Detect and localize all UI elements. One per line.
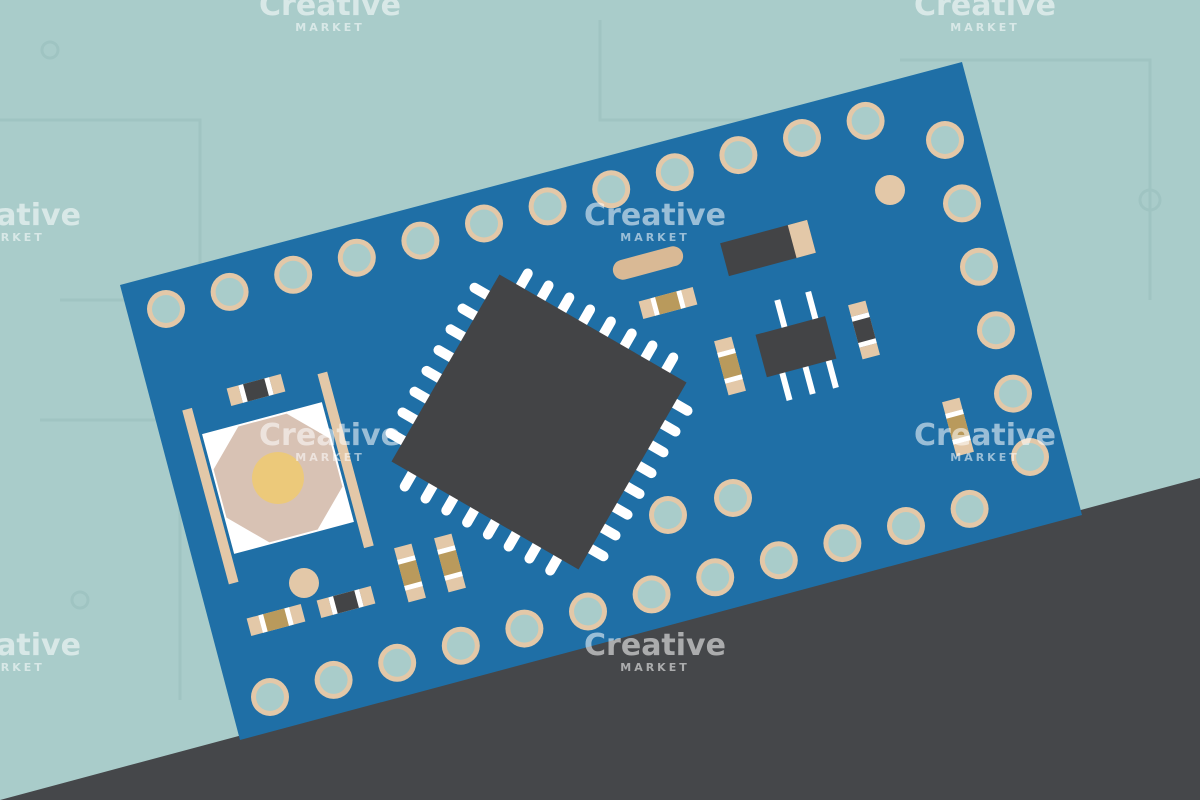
pin-pad xyxy=(649,496,687,534)
diode xyxy=(720,219,816,277)
pin-pad xyxy=(251,678,289,716)
resistor xyxy=(942,397,974,457)
mount-dot xyxy=(289,568,319,598)
capacitor xyxy=(226,374,286,406)
pin-pad xyxy=(994,374,1032,413)
svg-text:MARKET: MARKET xyxy=(620,661,689,674)
resistor xyxy=(714,336,746,396)
pin-pad xyxy=(759,541,798,580)
mount-dot xyxy=(875,175,905,205)
pin-pad xyxy=(441,626,480,665)
svg-text:MARKET: MARKET xyxy=(0,661,45,674)
svg-text:MARKET: MARKET xyxy=(0,231,45,244)
pin-pad xyxy=(401,221,440,260)
svg-text:Creative: Creative xyxy=(259,418,401,453)
svg-text:Creative: Creative xyxy=(584,628,726,663)
pin-pad xyxy=(655,153,694,192)
resistor xyxy=(434,533,466,593)
pin-pad xyxy=(783,119,821,157)
pin-pad xyxy=(528,187,567,226)
pin-pad xyxy=(378,643,417,682)
pin-pad xyxy=(950,489,989,528)
resistor xyxy=(638,287,698,319)
pin-pad xyxy=(465,204,503,243)
pin-pad xyxy=(505,609,544,648)
svg-text:Creative: Creative xyxy=(914,0,1056,23)
watermarks: CreativeMARKETCreativeMARKETCreativeMARK… xyxy=(0,0,1056,674)
pin-pad xyxy=(337,238,376,277)
svg-text:MARKET: MARKET xyxy=(620,231,689,244)
svg-text:Creative: Creative xyxy=(0,628,81,663)
pin-pad xyxy=(632,575,671,614)
pin-pad xyxy=(1011,438,1049,476)
pin-pad xyxy=(314,660,353,699)
pin-pad xyxy=(210,272,249,311)
svg-text:MARKET: MARKET xyxy=(295,21,364,34)
pin-pad xyxy=(592,170,631,209)
chip-body xyxy=(391,274,687,570)
reset-button xyxy=(182,371,374,585)
resistor xyxy=(246,604,306,636)
svg-text:MARKET: MARKET xyxy=(295,451,364,464)
pin-pad xyxy=(823,524,862,563)
svg-text:Creative: Creative xyxy=(0,198,81,233)
pin-pad xyxy=(714,479,752,517)
pin-pad xyxy=(719,136,758,175)
svg-text:Creative: Creative xyxy=(914,418,1056,453)
pin-pad xyxy=(696,558,735,597)
button-cap xyxy=(252,452,304,504)
svg-text:MARKET: MARKET xyxy=(950,451,1019,464)
svg-text:Creative: Creative xyxy=(259,0,401,23)
pin-pad xyxy=(977,311,1015,350)
microcontroller-chip xyxy=(385,268,693,576)
pin-pad xyxy=(926,121,964,159)
pin-pad xyxy=(846,101,885,140)
pin-pad xyxy=(943,184,981,223)
pin-pad xyxy=(274,255,313,294)
smd-components xyxy=(226,287,974,636)
pin-pads xyxy=(147,101,1049,716)
voltage-regulator xyxy=(755,290,839,401)
capacitor xyxy=(316,586,376,618)
pin-pad xyxy=(960,247,998,286)
svg-text:Creative: Creative xyxy=(584,198,726,233)
capacitor xyxy=(848,300,880,360)
pin-pad xyxy=(147,290,185,328)
pin-pad xyxy=(887,507,925,545)
svg-text:MARKET: MARKET xyxy=(950,21,1019,34)
crystal-pad xyxy=(612,246,684,280)
resistor xyxy=(394,543,426,603)
pin-pad xyxy=(569,592,607,631)
